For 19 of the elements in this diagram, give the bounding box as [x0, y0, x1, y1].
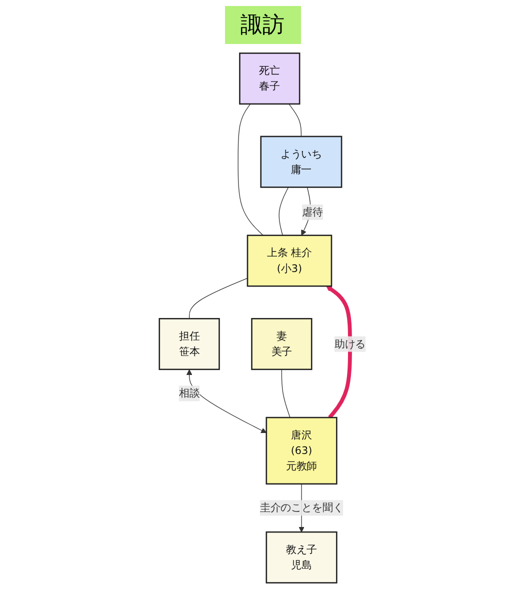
connector [288, 104, 302, 137]
connector [281, 369, 290, 418]
edge-label: 助ける [334, 338, 366, 350]
node-box: 担任 笹本 [158, 318, 220, 370]
title: 諏訪 [224, 6, 300, 44]
connector [238, 104, 264, 236]
node-box: 唐沢 (63) 元教師 [266, 416, 338, 485]
node-box: 死亡 春子 [239, 52, 300, 105]
node-box: 上条 桂介 (小3) [246, 234, 332, 287]
node-box: 妻 美子 [251, 318, 312, 370]
arrow [186, 369, 267, 434]
edge-label: 相談 [178, 386, 200, 400]
edge-label: 虐待 [302, 206, 323, 218]
arrow [326, 286, 352, 419]
connector [188, 278, 248, 319]
edge-label: 圭介のことを聞く [260, 501, 344, 514]
node-box: 教え子 児島 [266, 531, 338, 584]
node-box: よういち 庸一 [260, 136, 342, 188]
connector [278, 186, 289, 236]
